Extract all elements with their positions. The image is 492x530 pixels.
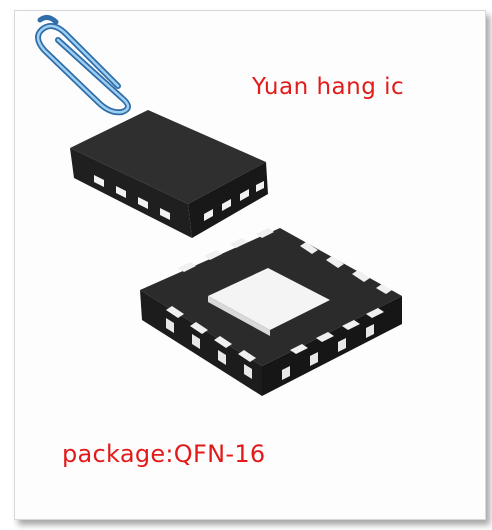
brand-label: Yuan hang ic bbox=[252, 74, 405, 100]
chip-pads-left bbox=[94, 175, 170, 220]
chip-pads-right bbox=[204, 181, 264, 221]
chip-perimeter-pads bbox=[166, 228, 392, 362]
package-label: package:QFN-16 bbox=[62, 440, 266, 468]
qfn-chip-bottom-view bbox=[140, 228, 402, 396]
chip-side-pads bbox=[166, 318, 374, 380]
qfn-chip-top-view bbox=[70, 110, 268, 238]
paperclip-icon bbox=[35, 14, 131, 116]
